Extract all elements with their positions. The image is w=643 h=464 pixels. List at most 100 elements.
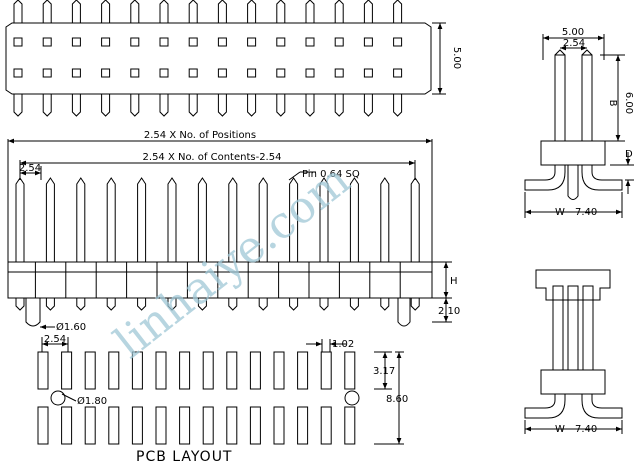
top-view-pin-square [130,68,140,78]
side-view-2-pin-2 [567,285,579,371]
front-view-pin [45,177,55,262]
top-view-lower-pin [159,94,169,117]
side-view-w-value: 7.40 [575,207,597,218]
top-view-pin-square [101,37,111,47]
pcb-pad [297,351,309,390]
front-view-pin [167,177,177,262]
pcb-pad [249,406,261,445]
pcb-pad [108,351,120,390]
top-view-lower-pins [13,94,403,117]
front-view-foot [319,298,329,311]
top-view-pin-square [276,37,286,47]
pcb-pad [297,406,309,445]
front-view-pin [289,177,299,262]
top-view-pin-square [247,68,257,78]
front-view-foot [258,298,268,311]
front-view-tail-label: 2.10 [438,306,460,317]
top-view-upper-pin [188,0,198,23]
pcb-pad [273,351,285,390]
front-view-contents-label: 2.54 X No. of Contents-2.54 [143,152,282,163]
front-view-peg-right [397,298,411,327]
front-view-foot [106,298,116,311]
top-view-pin-square [334,37,344,47]
top-view-pin-squares [13,37,403,78]
pcb-pad [84,406,96,445]
side-view-2-top-housing [535,269,611,301]
side-view-b-value: 6.00 [623,92,634,114]
top-view-pin-square [188,68,198,78]
front-view-peg-left [25,298,41,327]
top-view-pin-square [363,37,373,47]
side-view-housing [540,140,606,166]
top-view-housing [5,22,432,95]
top-view-pin-square [159,68,169,78]
top-view-upper-pins [13,0,403,23]
front-view-foot [197,298,207,311]
side-view-pin-right [581,54,593,142]
side-view-2-w-value: 7.40 [575,424,597,435]
front-view-pin [106,177,116,262]
top-view-lower-pin [247,94,257,117]
top-view-lower-pin [334,94,344,117]
top-view-upper-pin [130,0,140,23]
top-view-upper-pin [305,0,315,23]
pcb-pitch-label: 2.54 [44,334,66,345]
side-view-w-label: W [555,207,565,218]
top-view-pin-square [393,68,403,78]
top-view-lower-pin [101,94,111,117]
top-view-pin-square [363,68,373,78]
pcb-pad [226,351,238,390]
pcb-hole-left [50,390,66,406]
front-view-foot [228,298,238,311]
top-view-pin-square [13,37,23,47]
top-view-upper-pin [101,0,111,23]
top-view-lower-pin [130,94,140,117]
side-view-post [567,165,579,200]
pcb-pad [37,406,49,445]
pcb-pad [273,406,285,445]
pcb-pad [179,406,191,445]
top-view-upper-pin [71,0,81,23]
top-view-height-label: 5.00 [451,47,462,69]
side-view-pitch-label: 2.54 [563,38,585,49]
pcb-pad [155,351,167,390]
pcb-pad [344,406,356,445]
top-view-upper-pin [393,0,403,23]
top-view-lower-pin [305,94,315,117]
front-view-pin [258,177,268,262]
pcb-pad-width-label: 1.02 [332,339,354,350]
side-view [524,34,634,218]
watermark: linhaiye.com [105,154,359,368]
pcb-hole-right [344,390,360,406]
top-view-pin-square [393,37,403,47]
side-view-d-label: D [625,149,633,160]
top-view-pin-square [305,68,315,78]
front-view-pin [410,177,420,262]
side-view-2-bottom-housing [540,369,606,395]
top-view-pin-square [188,37,198,47]
front-view-pins [15,177,420,262]
top-view-upper-pin [217,0,227,23]
top-view-pin-square [334,68,344,78]
side-view-b-label: B [607,100,618,107]
top-view-pin-square [217,68,227,78]
front-view-foot [45,298,55,311]
top-view-pin-square [159,37,169,47]
front-view-pin [228,177,238,262]
front-view-foot [289,298,299,311]
pcb-pad-length-label: 3.17 [373,366,395,377]
top-view-lower-pin [276,94,286,117]
front-view-h-label: H [450,276,458,287]
top-view-upper-pin [13,0,23,23]
pcb-pad [108,406,120,445]
pcb-layout-title: PCB LAYOUT [136,449,233,464]
front-view-pin [380,177,390,262]
top-view-upper-pin [363,0,373,23]
pcb-layout [37,337,404,445]
top-view-lower-pin [42,94,52,117]
top-view-pin-square [42,37,52,47]
front-view-foot [380,298,390,311]
side-view-2-w-label: W [555,424,565,435]
front-view-pitch-label: 2.54 [19,163,41,174]
